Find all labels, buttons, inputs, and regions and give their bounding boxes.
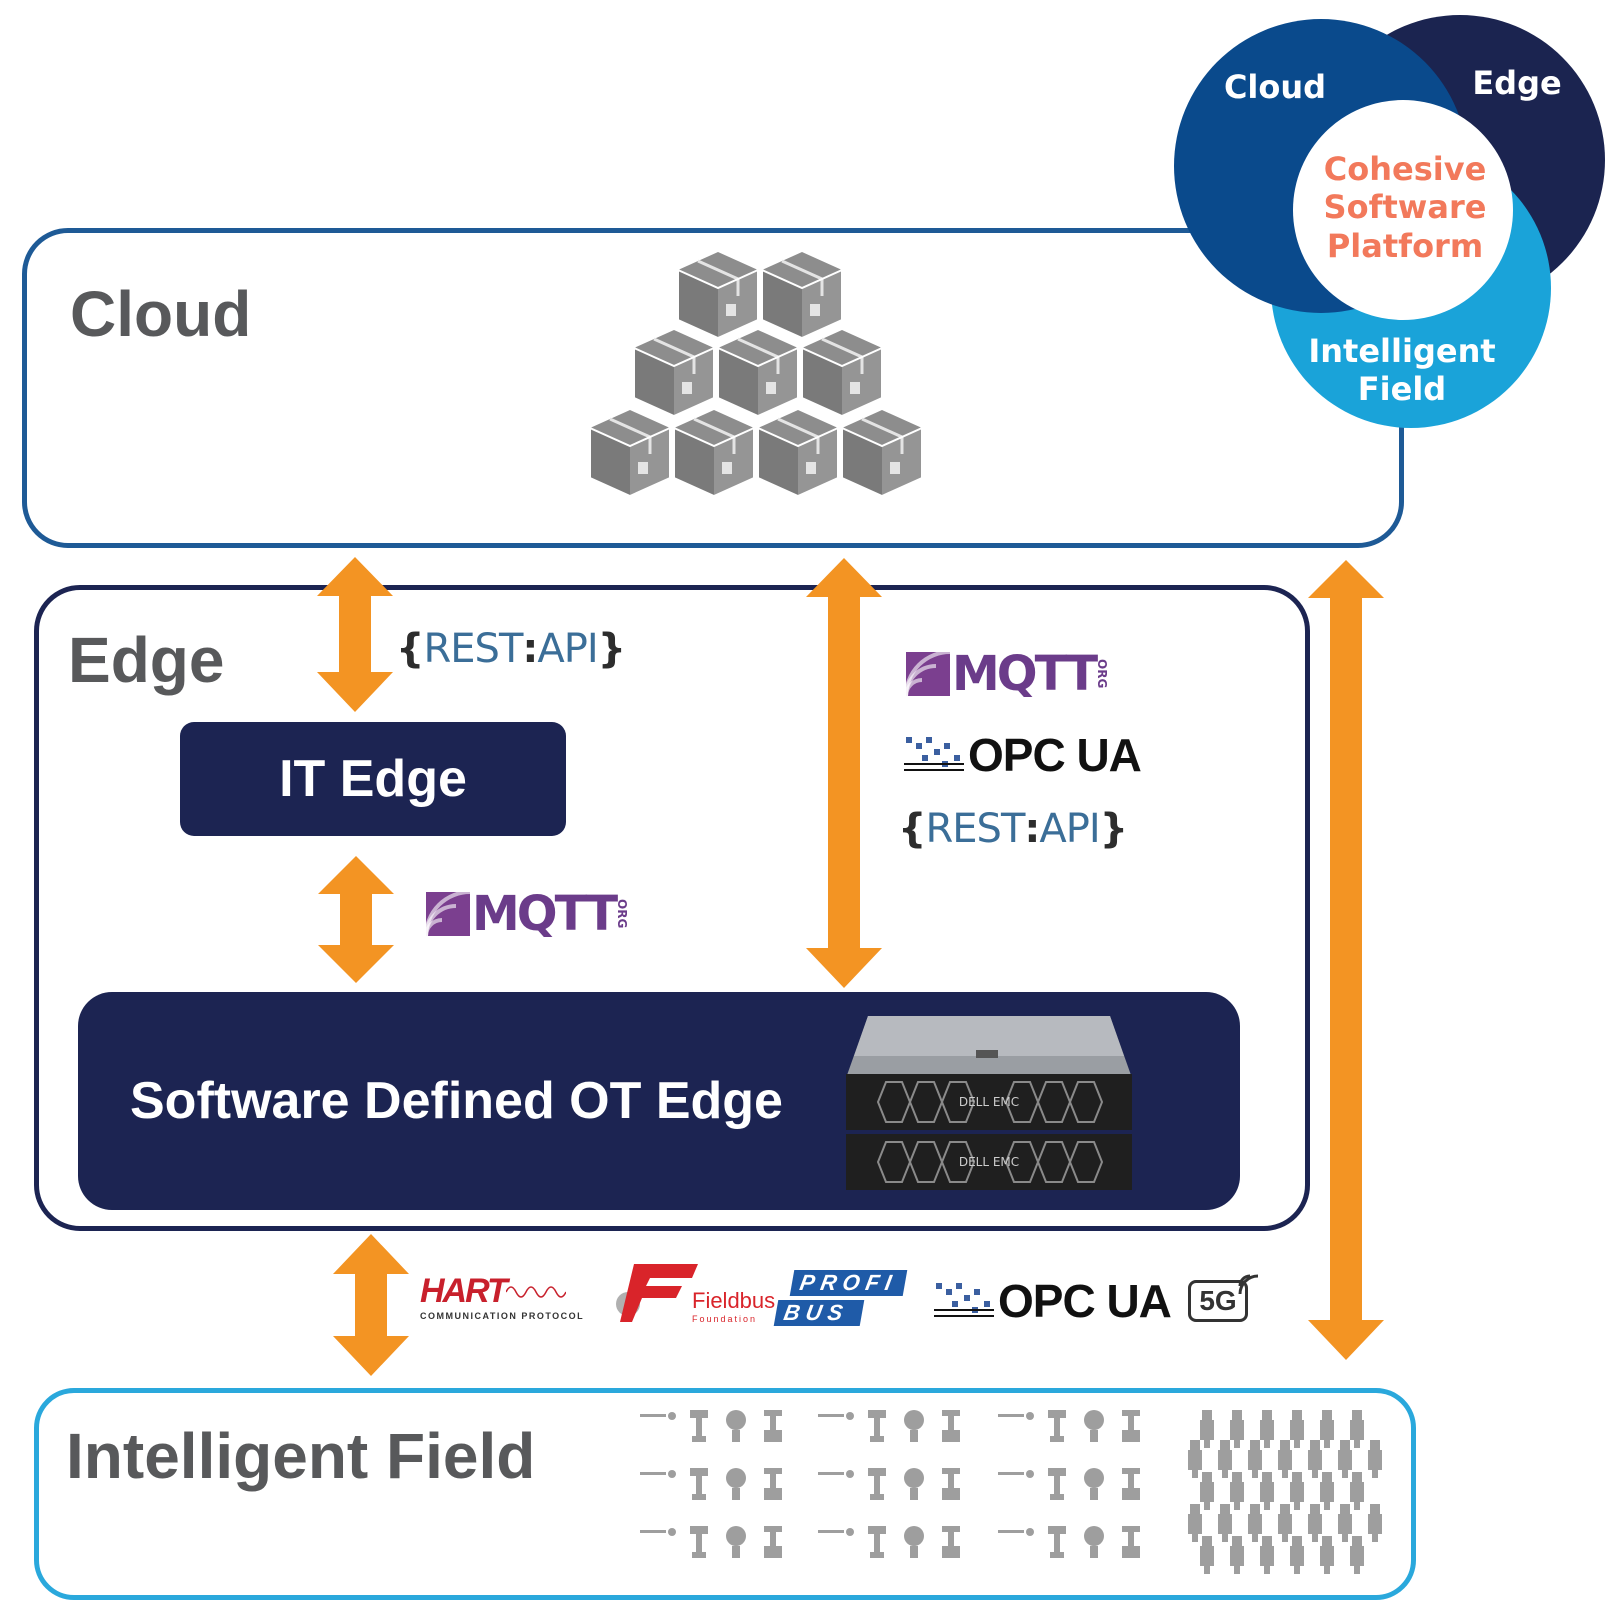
- server-brand-1: DELL EMC: [959, 1095, 1019, 1109]
- profibus-bottom: BUS: [773, 1300, 865, 1326]
- hart-wave-icon: [505, 1285, 566, 1298]
- mqtt-signal-icon: [906, 652, 950, 696]
- cloud-title: Cloud: [70, 278, 252, 350]
- hart-sub: COMMUNICATION PROTOCOL: [420, 1311, 585, 1321]
- ot-edge-label: Software Defined OT Edge: [130, 1072, 783, 1130]
- it-edge-label: IT Edge: [279, 750, 467, 808]
- transmitter-array: [1188, 1410, 1382, 1574]
- 5g-signal-icon: [1238, 1274, 1259, 1295]
- venn-center-line-3: Platform: [1326, 226, 1484, 265]
- arrow-edge-field: [333, 1234, 409, 1376]
- server-unit-2: DELL EMC: [846, 1134, 1132, 1190]
- mqtt-logo-1: MQTT ORG: [906, 646, 1109, 702]
- mqtt-suffix: ORG: [1095, 659, 1110, 689]
- edge-title: Edge: [68, 624, 225, 696]
- venn-field-line-2: Field: [1357, 370, 1447, 409]
- mqtt-logo-2: MQTT ORG: [426, 886, 629, 942]
- venn-edge-label: Edge: [1472, 64, 1562, 102]
- field-devices-icon: [640, 1410, 1382, 1574]
- arrow-cloud-ot-edge: [806, 558, 882, 988]
- field-title: Intelligent Field: [66, 1420, 536, 1492]
- mqtt-signal-icon-2: [426, 892, 470, 936]
- fieldbus-sub: Foundation: [692, 1314, 758, 1324]
- opcua-dots-icon: [904, 737, 964, 771]
- hart-logo: HART COMMUNICATION PROTOCOL: [420, 1272, 596, 1321]
- opcua-dots-icon-2: [934, 1283, 994, 1317]
- fieldbus-logo: Fieldbus Foundation: [612, 1264, 775, 1324]
- hart-name: HART: [420, 1272, 508, 1310]
- venn-center-line-1: Cohesive: [1323, 150, 1487, 188]
- venn-diagram: [1174, 15, 1605, 428]
- server-brand-2: DELL EMC: [959, 1155, 1019, 1169]
- server-icon: DELL EMC DELL EMC: [846, 1016, 1132, 1190]
- venn-cloud-label: Cloud: [1223, 68, 1327, 106]
- fieldbus-name: Fieldbus: [692, 1288, 776, 1313]
- mqtt-suffix-2: ORG: [615, 899, 630, 929]
- fieldbus-f-icon: [616, 1264, 698, 1322]
- opcua-logo-1: OPC UA: [904, 728, 1142, 782]
- venn-center-label: Cohesive Software Platform: [1300, 150, 1510, 265]
- venn-center-circle: [1293, 100, 1513, 320]
- profibus-logo: PROFI BUS: [773, 1270, 908, 1326]
- rest-api-logo-2: {REST:API}: [898, 806, 1128, 852]
- venn-field-label: Intelligent Field: [1300, 332, 1504, 409]
- venn-center-line-2: Software: [1323, 188, 1487, 227]
- profibus-top: PROFI: [789, 1270, 908, 1296]
- server-unit-1: DELL EMC: [846, 1074, 1132, 1130]
- arrow-it-ot-edge: [318, 856, 394, 983]
- 5g-label: 5G: [1199, 1285, 1237, 1316]
- 5g-logo: 5G: [1188, 1272, 1262, 1324]
- venn-field-line-1: Intelligent: [1308, 332, 1496, 370]
- it-edge-box: IT Edge: [180, 722, 566, 836]
- arrow-cloud-field: [1308, 560, 1384, 1360]
- arrow-cloud-it-edge: [317, 557, 393, 712]
- rest-api-logo-1: {REST:API}: [396, 626, 626, 672]
- opcua-logo-2: OPC UA: [934, 1274, 1172, 1328]
